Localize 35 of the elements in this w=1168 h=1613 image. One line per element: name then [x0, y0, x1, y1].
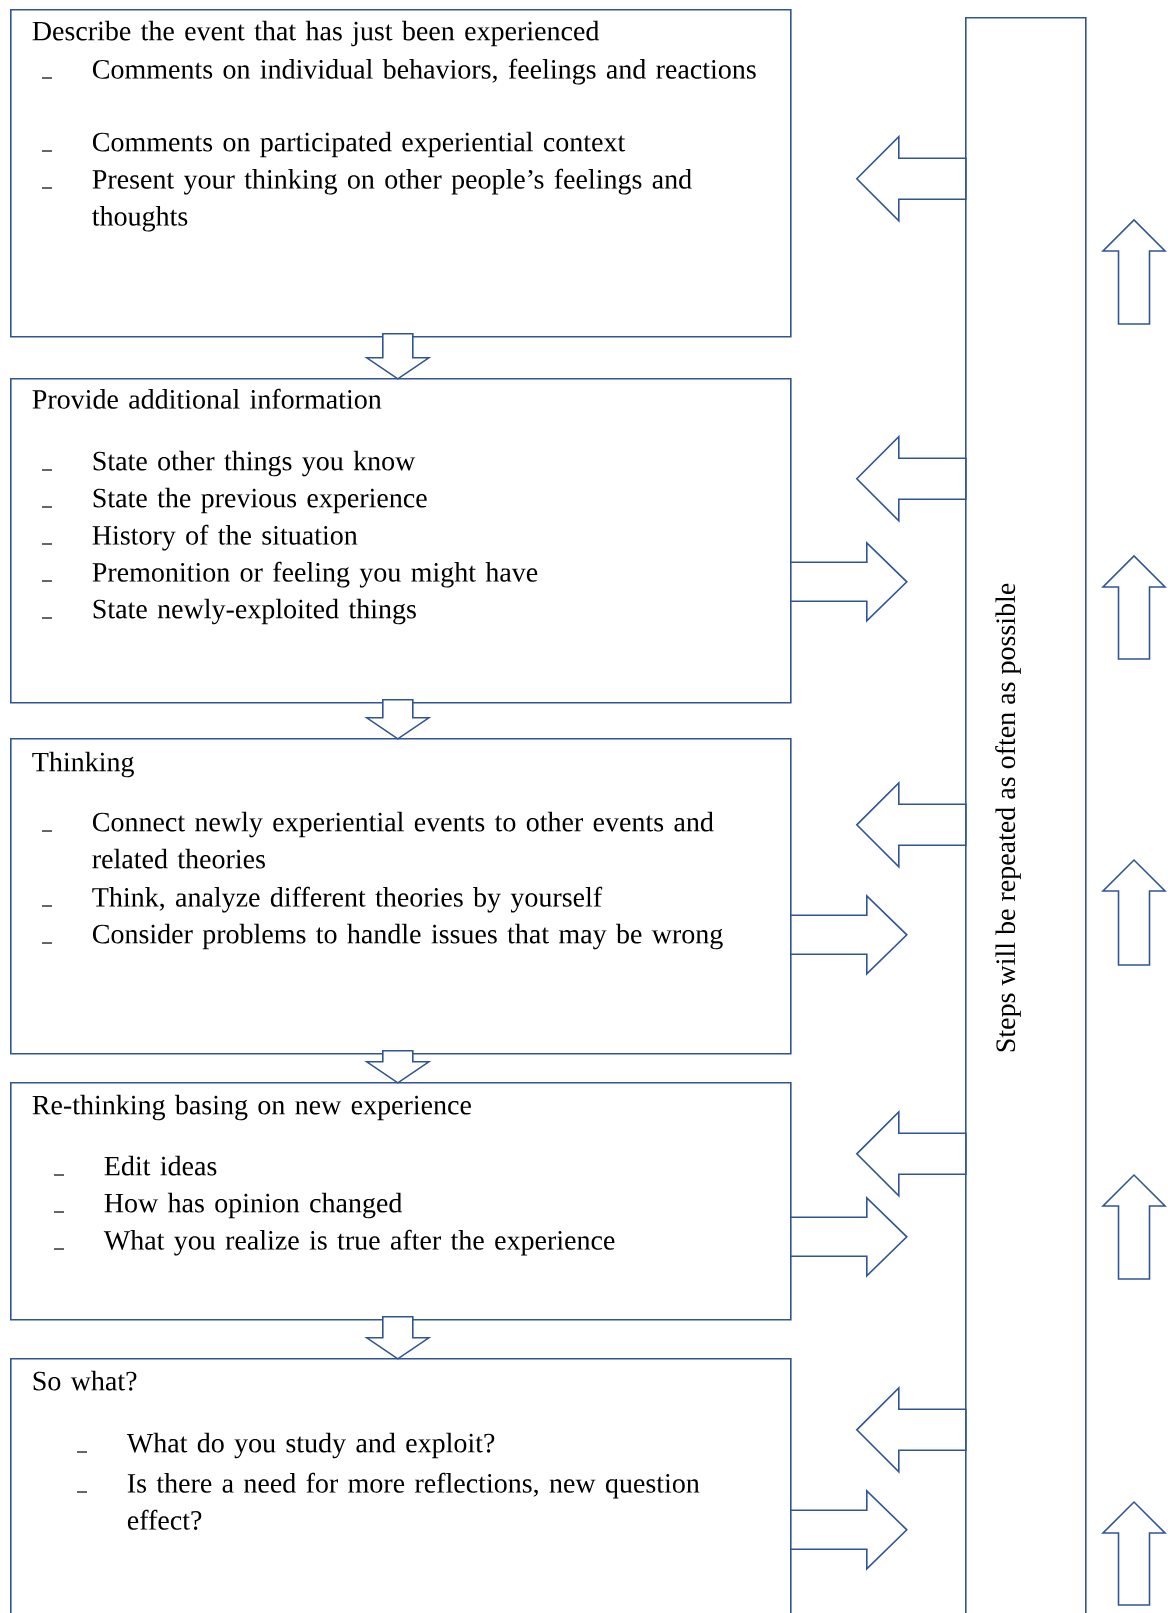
bullet-text: Connect newly experiential events to other events and related theories: [92, 811, 714, 869]
bullet-text: Is there a need for more reflections, new question effect?: [127, 1472, 700, 1530]
block-arrow: [855, 1385, 967, 1474]
bullet-text: How has opinion changed: [104, 1192, 403, 1219]
block-arrow: [790, 1195, 908, 1278]
step-heading: Thinking: [32, 751, 134, 778]
bullet-text: History of the situation: [92, 524, 358, 551]
block-arrow: [790, 1488, 908, 1571]
bullet-text: State the previous experience: [93, 487, 427, 514]
bullet-text: Comments on participated experiential context: [92, 131, 626, 158]
step-heading: So what?: [33, 1370, 137, 1391]
bullet-text: Think, analyze different theories by yourself: [92, 886, 603, 913]
bullet-text: State newly-exploited things: [93, 598, 416, 625]
bullet-text: Present your thinking on other people’s feelings and thoughts: [92, 168, 692, 232]
block-arrow: [364, 1050, 432, 1084]
step-heading: Describe the event that has just been experienced: [32, 20, 600, 47]
block-arrow: [855, 1109, 967, 1198]
block-arrow: [364, 699, 432, 740]
bullet-text: Edit ideas: [104, 1155, 217, 1176]
block-arrow: [364, 1316, 432, 1360]
bullet-text: Comments on individual behaviors, feelings and reactions: [92, 58, 756, 85]
block-arrow: [855, 780, 967, 869]
block-arrow: [790, 540, 908, 623]
block-arrow: [364, 333, 432, 380]
step-heading: Re-thinking basing on new experience: [32, 1094, 471, 1121]
bullet-text: Consider problems to handle issues that may be wrong: [92, 923, 723, 950]
block-arrow: [855, 134, 967, 223]
bullet-text: Premonition or feeling you might have: [92, 561, 538, 588]
block-arrow: [855, 434, 967, 523]
bar-label: Steps will be repeated as often as possible: [995, 583, 1021, 1052]
bullet-text: What do you study and exploit?: [126, 1432, 495, 1459]
step-heading: Provide additional information: [32, 388, 382, 409]
bullet-text: What you realize is true after the experience: [103, 1229, 615, 1256]
block-arrow: [790, 893, 908, 976]
bullet-text: State other things you know: [93, 450, 416, 477]
